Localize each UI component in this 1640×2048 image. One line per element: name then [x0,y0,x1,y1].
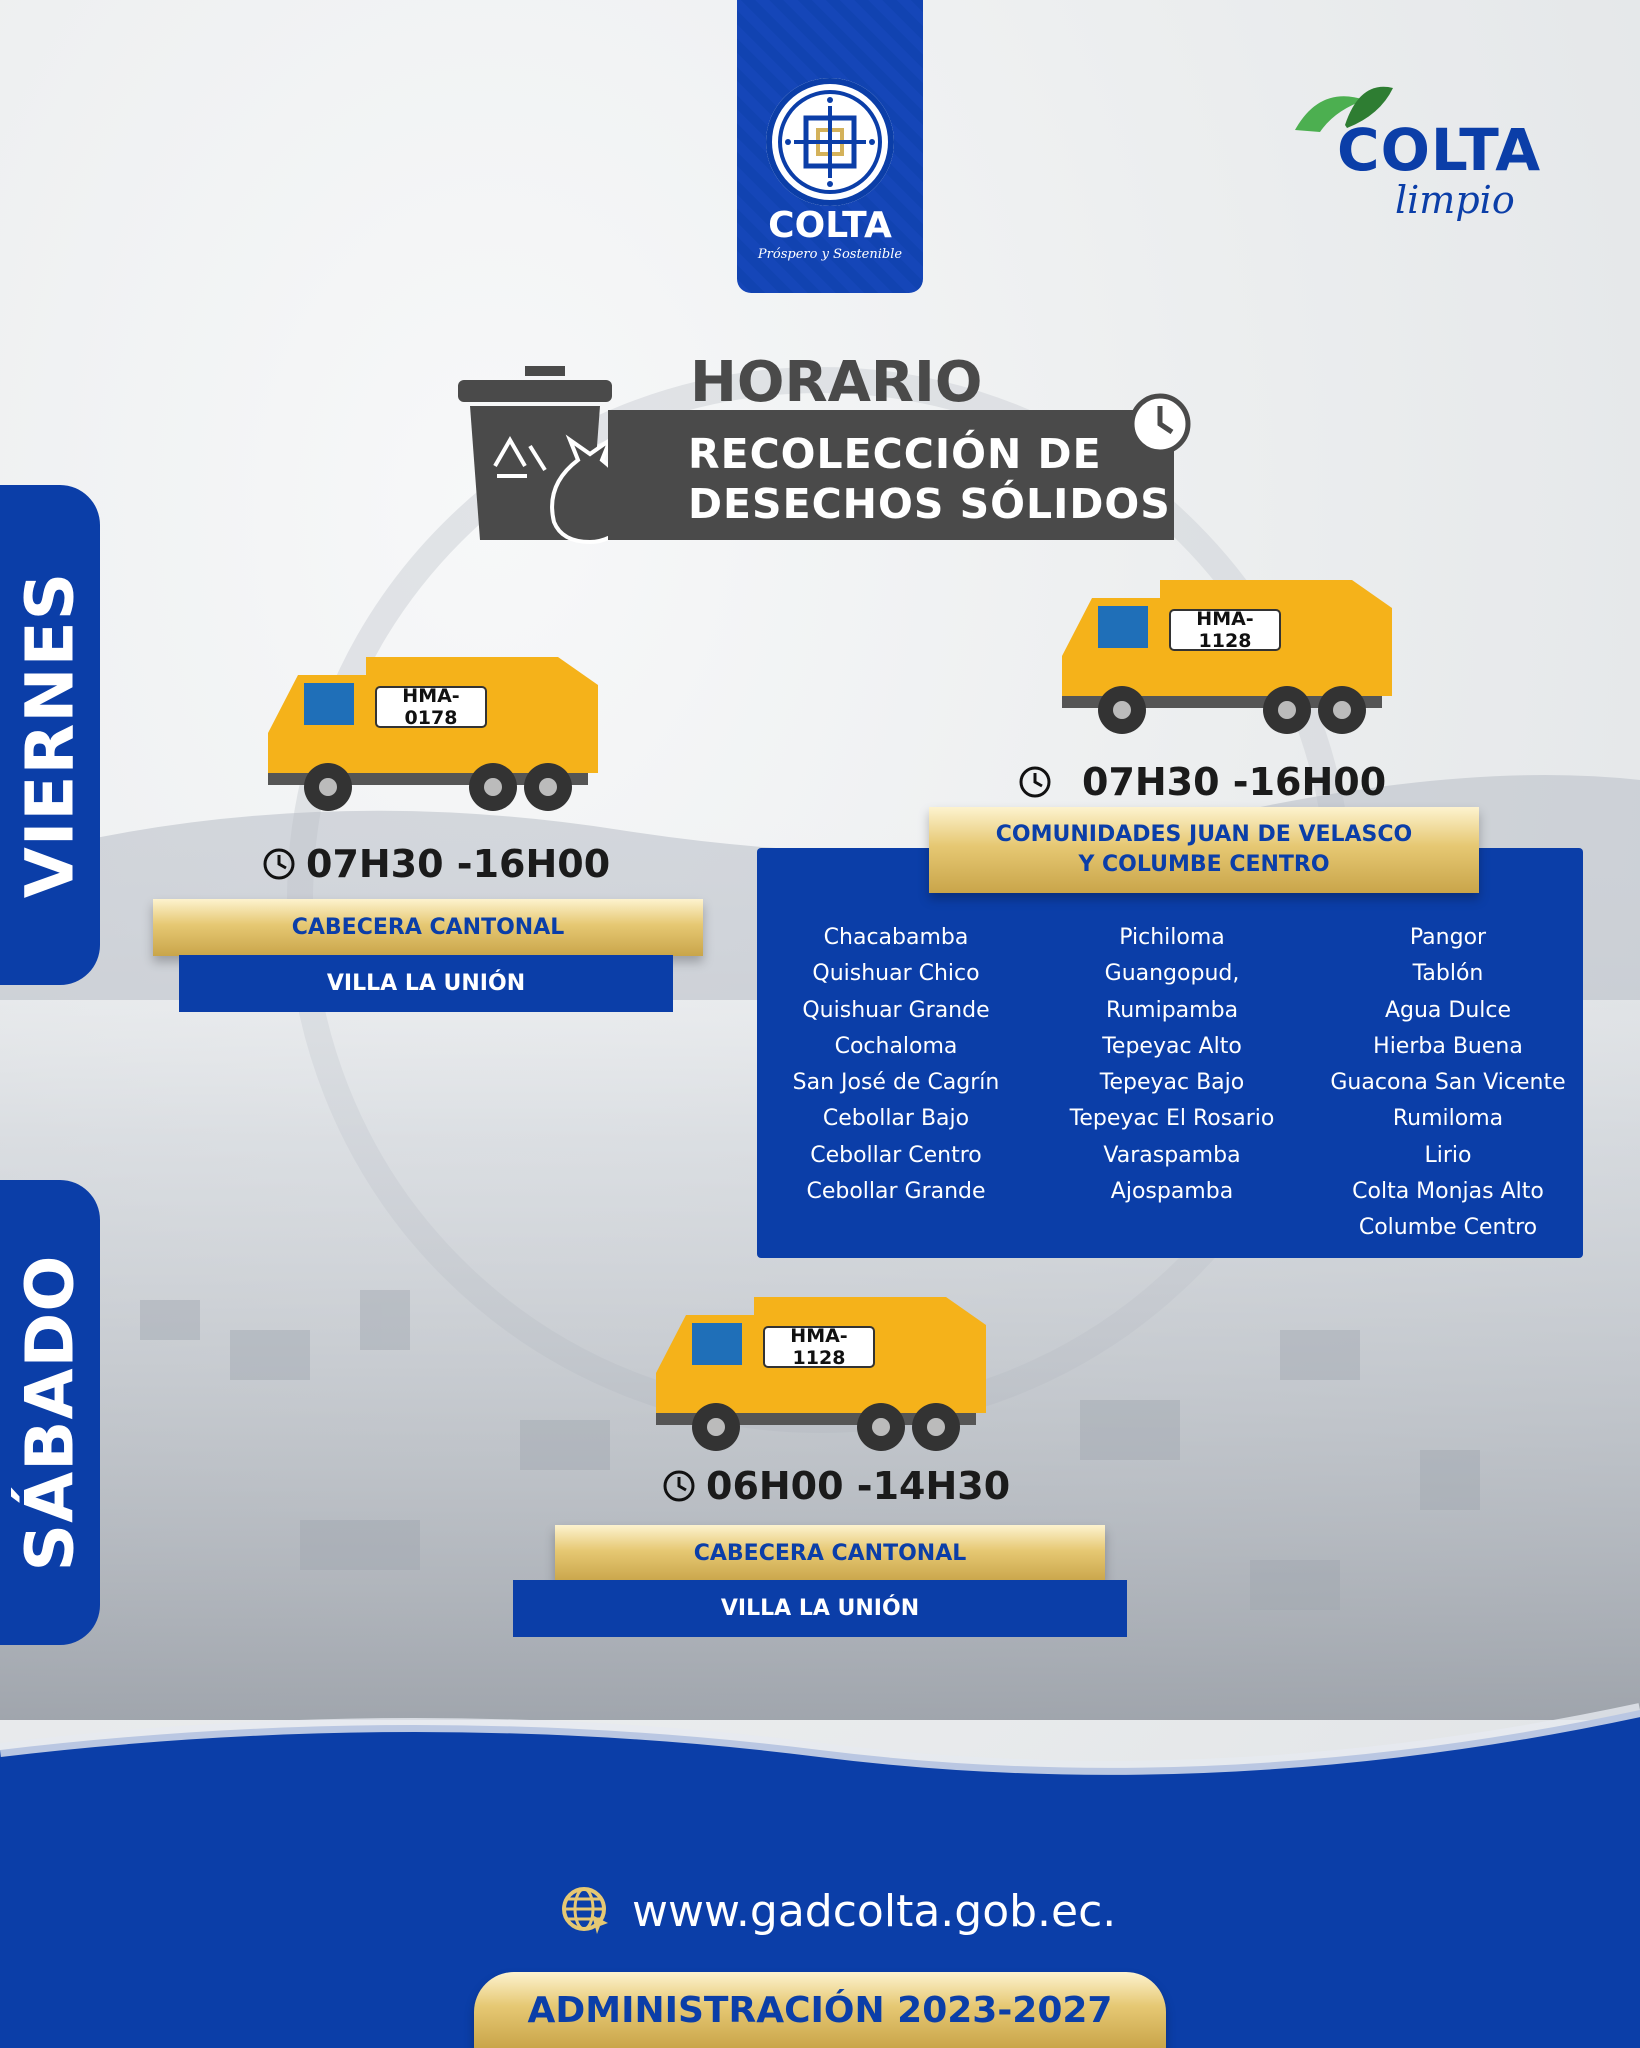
colta-logo-banner: COLTA Próspero y Sostenible [737,0,923,293]
community-item: Lirio [1424,1142,1472,1168]
community-item: San José de Cagrín [792,1070,1000,1096]
heading-bar: RECOLECCIÓN DE DESECHOS SÓLIDOS [608,410,1174,540]
clock-icon [1129,393,1191,455]
community-item: Columbe Centro [1358,1215,1538,1241]
day-tab-viernes: VIERNES [0,485,100,985]
day-tab-sabado: SÁBADO [0,1180,100,1645]
logo-subtitle: Próspero y Sostenible [757,247,903,262]
community-item: Tepeyac Bajo [1099,1070,1245,1096]
schedule-time-text: 07H30 -16H00 [1082,760,1387,804]
partner-subtitle: limpio [1395,178,1515,222]
administration-badge: ADMINISTRACIÓN 2023-2027 [474,1972,1166,2048]
garbage-truck-icon [268,657,598,811]
schedule-time-text: 07H30 -16H00 [306,842,611,886]
community-item: Agua Dulce [1384,997,1512,1023]
community-item: Pangor [1409,925,1487,950]
community-item: Hierba Buena [1373,1033,1523,1059]
garbage-truck-icon [1062,580,1392,734]
heading-line-recoleccion: RECOLECCIÓN DE [688,430,1102,478]
community-item: Varaspamba [1103,1142,1241,1168]
community-item: Tepeyac Alto [1102,1033,1242,1059]
website[interactable]: www.gadcolta.gob.ec. [560,1885,1116,1937]
footer-wave [0,1703,1640,2048]
community-item: Ajospamba [1110,1179,1234,1205]
day-label-sabado: SÁBADO [11,1254,89,1571]
clock-icon [263,848,295,880]
zone-label: COMUNIDADES JUAN DE VELASCO Y COLUMBE CE… [929,807,1479,893]
truck-plate: HMA-0178 [402,685,460,729]
communities-column-2: Pichiloma Guangopud, Rumipamba Tepeyac A… [1047,920,1297,1210]
schedule-time: 06H00 -14H30 [662,1464,1010,1508]
partner-title: COLTA [1337,116,1542,184]
communities-column-1: Chacabamba Quishuar Chico Quishuar Grand… [771,920,1021,1210]
community-item: Pichiloma [1119,925,1225,950]
community-item: Cochaloma [834,1033,958,1059]
heading-horario: HORARIO [690,350,983,415]
community-item: Rumiloma [1392,1106,1504,1132]
leaf-icon [1295,86,1393,132]
zone-label-line2: Y COLUMBE CENTRO [1078,852,1330,877]
logo-title: COLTA [768,205,892,246]
heading-line-desechos: DESECHOS SÓLIDOS [688,480,1171,528]
website-url: www.gadcolta.gob.ec. [632,1885,1117,1937]
place-label: VILLA LA UNIÓN [513,1580,1127,1637]
community-item: Guacona San Vicente [1330,1070,1566,1096]
community-item: Cebollar Grande [806,1179,986,1205]
zone-label-line1: COMUNIDADES JUAN DE VELASCO [995,822,1413,847]
truck-plate: HMA- 1128 [1196,608,1254,652]
clock-icon [1019,766,1051,798]
communities-panel: Chacabamba Quishuar Chico Quishuar Grand… [757,848,1583,1258]
clock-icon [663,1470,695,1502]
place-label: VILLA LA UNIÓN [179,955,673,1012]
community-item: Colta Monjas Alto [1352,1179,1544,1205]
garbage-truck-icon [656,1297,986,1451]
recycle-icon [493,435,547,478]
colta-emblem-icon [766,78,894,206]
community-item: Cebollar Centro [810,1142,982,1168]
zone-label: CABECERA CANTONAL [153,899,703,956]
community-item: Cebollar Bajo [822,1106,970,1132]
community-item: Quishuar Grande [802,997,990,1023]
community-item: Rumipamba [1105,997,1239,1023]
community-item: Tablón [1412,961,1484,987]
community-item: Guangopud, [1104,961,1240,987]
colta-limpio-logo: COLTA limpio [1285,80,1565,222]
communities-column-3: Pangor Tablón Agua Dulce Hierba Buena Gu… [1323,920,1573,1247]
zone-label: CABECERA CANTONAL [555,1525,1105,1582]
community-item: Chacabamba [823,925,969,950]
day-label-viernes: VIERNES [11,571,89,899]
community-item: Tepeyac El Rosario [1069,1106,1275,1132]
schedule-time-text: 06H00 -14H30 [706,1464,1011,1508]
schedule-time: 07H30 -16H00 [262,842,610,886]
truck-plate: HMA- 1128 [790,1325,848,1369]
schedule-time: 07H30 -16H00 [1018,760,1386,804]
globe-icon [562,1887,608,1934]
community-item: Quishuar Chico [812,961,980,987]
